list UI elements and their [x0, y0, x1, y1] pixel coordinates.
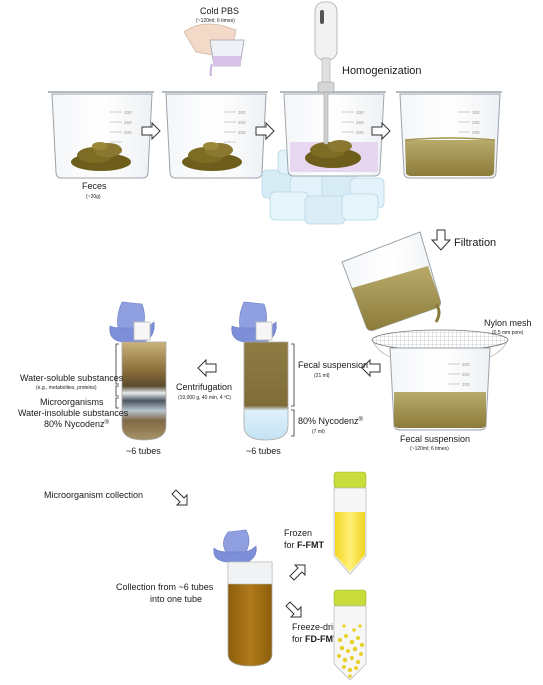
label-feces: Feces	[82, 181, 107, 191]
beaker-tick-label: 200	[124, 130, 132, 135]
tube-before-centrifugation	[243, 321, 289, 441]
arrow-right-2	[255, 121, 275, 141]
pbs-pouring-beaker	[183, 23, 245, 77]
beaker-tick-label: 250	[124, 120, 132, 125]
label-collection-line1: Collection from ~6 tubes	[116, 582, 214, 592]
beaker-tick-label: 200	[472, 130, 480, 135]
bracket-water-soluble	[115, 343, 119, 385]
homogenizer	[314, 1, 338, 145]
beaker-suspension	[396, 91, 502, 179]
label-collection-line2: into one tube	[150, 594, 202, 604]
arrow-collection	[171, 489, 188, 506]
tube-freeze-dried	[333, 589, 367, 681]
arrow-right-1	[141, 121, 161, 141]
registered-mark-layer: ®	[105, 419, 110, 426]
feces-pile	[182, 142, 242, 171]
beaker-tick-label: 300	[472, 110, 480, 115]
beaker-tick-label: 250	[238, 120, 246, 125]
label-frozen-fmt: F-FMT	[297, 540, 324, 550]
label-water-soluble: Water-soluble substances	[20, 373, 124, 383]
label-feces-amount: (~20g)	[86, 194, 101, 200]
bracket-water-insoluble	[115, 397, 119, 409]
beaker-feces-pbs	[162, 91, 268, 179]
label-frozen-prefix: for	[284, 540, 297, 550]
label-fecal-suspension-beaker-amount: (~120ml; 6 times)	[410, 446, 449, 452]
label-nycodenz-tube: 80% Nycodenz	[298, 416, 359, 426]
label-fecal-suspension-beaker: Fecal suspension	[400, 434, 470, 444]
beaker-tick-label: 300	[356, 110, 364, 115]
arrow-to-frozen	[289, 564, 306, 581]
bracket-microorganisms	[115, 385, 119, 397]
beaker-tick-label: 200	[238, 130, 246, 135]
label-homogenization: Homogenization	[342, 65, 422, 77]
beaker-fecal-suspension	[389, 347, 491, 431]
pouring-beaker	[341, 231, 441, 331]
bracket-nycodenz	[291, 409, 295, 437]
arrow-down-filtration	[430, 229, 452, 251]
label-centrifugation-conditions: (10,000 g, 40 min, 4 ºC)	[178, 395, 231, 401]
bracket-fecal-suspension	[291, 343, 295, 407]
beaker-tick-label: 300	[124, 110, 132, 115]
arrow-left-1	[361, 358, 381, 378]
label-freeze-dried-prefix: for	[292, 634, 305, 644]
label-microorganism-collection: Microorganism collection	[44, 490, 143, 500]
label-filtration: Filtration	[454, 237, 496, 249]
label-nycodenz-layer: 80% Nycodenz	[44, 419, 105, 429]
label-fecal-suspension-tube-amount: (21 ml)	[314, 373, 330, 379]
svg-text:for F-FMT: for F-FMT	[284, 540, 325, 550]
beaker-tick-label: 250	[472, 120, 480, 125]
beaker-tick-label: 300	[238, 110, 246, 115]
svg-text:80% Nycodenz®: 80% Nycodenz®	[44, 419, 110, 429]
svg-text:80% Nycodenz®: 80% Nycodenz®	[298, 416, 364, 426]
beaker-homogenization	[280, 91, 386, 177]
tube-after-centrifugation	[121, 321, 167, 441]
feces-pile	[71, 142, 131, 171]
arrow-to-freeze-dried	[285, 601, 302, 618]
label-microorganisms: Microorganisms	[40, 397, 104, 407]
label-cold-pbs: Cold PBS	[200, 6, 239, 16]
label-frozen: Frozen	[284, 528, 312, 538]
arrow-right-3	[371, 121, 391, 141]
beaker-feces	[48, 91, 154, 179]
beaker-tick-label: 200	[356, 130, 364, 135]
beaker-tick-label: 250	[462, 372, 470, 377]
freeze-dried-particles	[337, 624, 365, 678]
label-cold-pbs-amount: (~120ml; 6 times)	[196, 18, 235, 24]
beaker-tick-label: 300	[462, 362, 470, 367]
label-nylon-mesh-pore: (0.5 mm pore)	[492, 330, 524, 336]
registered-mark-tube: ®	[359, 416, 364, 423]
label-water-insoluble: Water-insoluble substances	[18, 408, 129, 418]
label-freeze-dried-fmt: FD-FMT	[305, 634, 339, 644]
label-nylon-mesh: Nylon mesh	[484, 318, 532, 328]
arrow-left-2	[197, 358, 217, 378]
label-tubes-right: ~6 tubes	[246, 446, 281, 456]
tube-frozen	[333, 471, 367, 575]
beaker-tick-label: 250	[356, 120, 364, 125]
glove-hand-collection	[213, 529, 257, 563]
label-centrifugation: Centrifugation	[176, 382, 232, 392]
label-water-soluble-examples: (e.g., metabolites, proteins)	[36, 385, 97, 391]
label-fecal-suspension-tube: Fecal suspension	[298, 360, 368, 370]
label-nycodenz-tube-amount: (7 ml)	[312, 429, 325, 435]
label-freeze-dried: Freeze-dried	[292, 622, 343, 632]
svg-text:for FD-FMT: for FD-FMT	[292, 634, 339, 644]
beaker-tick-label: 200	[462, 382, 470, 387]
label-tubes-left: ~6 tubes	[126, 446, 161, 456]
tube-collected	[227, 561, 273, 667]
